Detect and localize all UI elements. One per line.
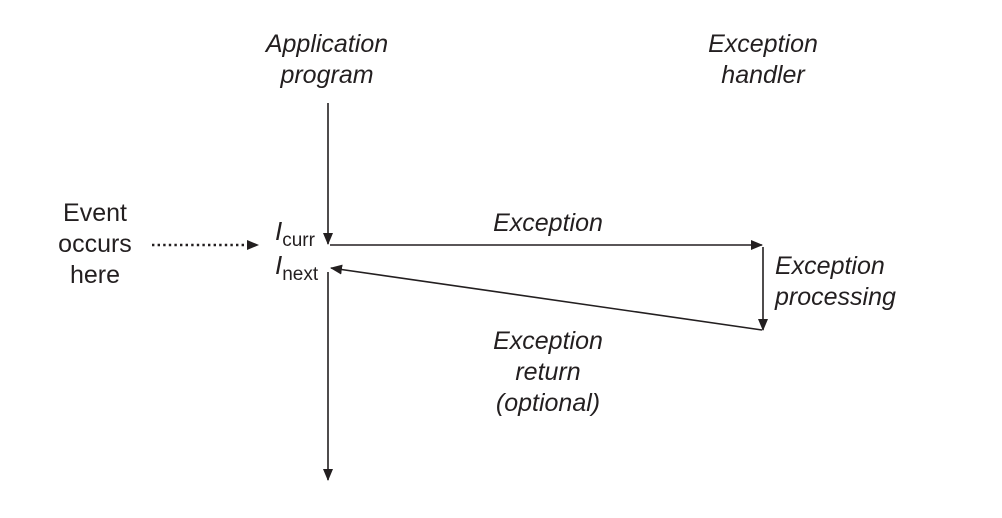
exception-return-label-line: Exception [493,327,603,355]
application-program-label: Application program [227,29,427,91]
current-instruction-sub: curr [282,230,315,252]
event-label-line: Event [63,199,127,227]
event-label-line: here [69,261,121,289]
application-program-label-line: program [280,61,374,89]
exception-processing-label-line: processing [775,283,896,311]
exception-return-label: Exception return (optional) [448,326,648,419]
exception-handler-label: Exception handler [663,29,863,91]
exception-handler-label-line: Exception [708,30,818,58]
next-instruction-sub: next [282,264,319,286]
current-instruction-label: Icurr [275,218,315,254]
current-instruction-main: I [275,216,283,246]
exception-handler-label-line: handler [721,61,805,89]
event-label-line: occurs [58,230,132,258]
return-arrow [330,264,763,331]
exception-processing-label-line: Exception [775,252,885,280]
exception-processing-label: Exception processing [775,251,925,313]
exception-return-label-line: return [515,358,581,386]
next-instruction-main: I [275,250,283,280]
next-instruction-label: Inext [275,252,318,288]
exception-return-label-line: (optional) [495,389,601,417]
application-program-label-line: Application [265,30,389,58]
exception-label-line: Exception [493,209,603,237]
event-label: Event occurs here [30,198,160,291]
exception-label: Exception [448,208,648,239]
